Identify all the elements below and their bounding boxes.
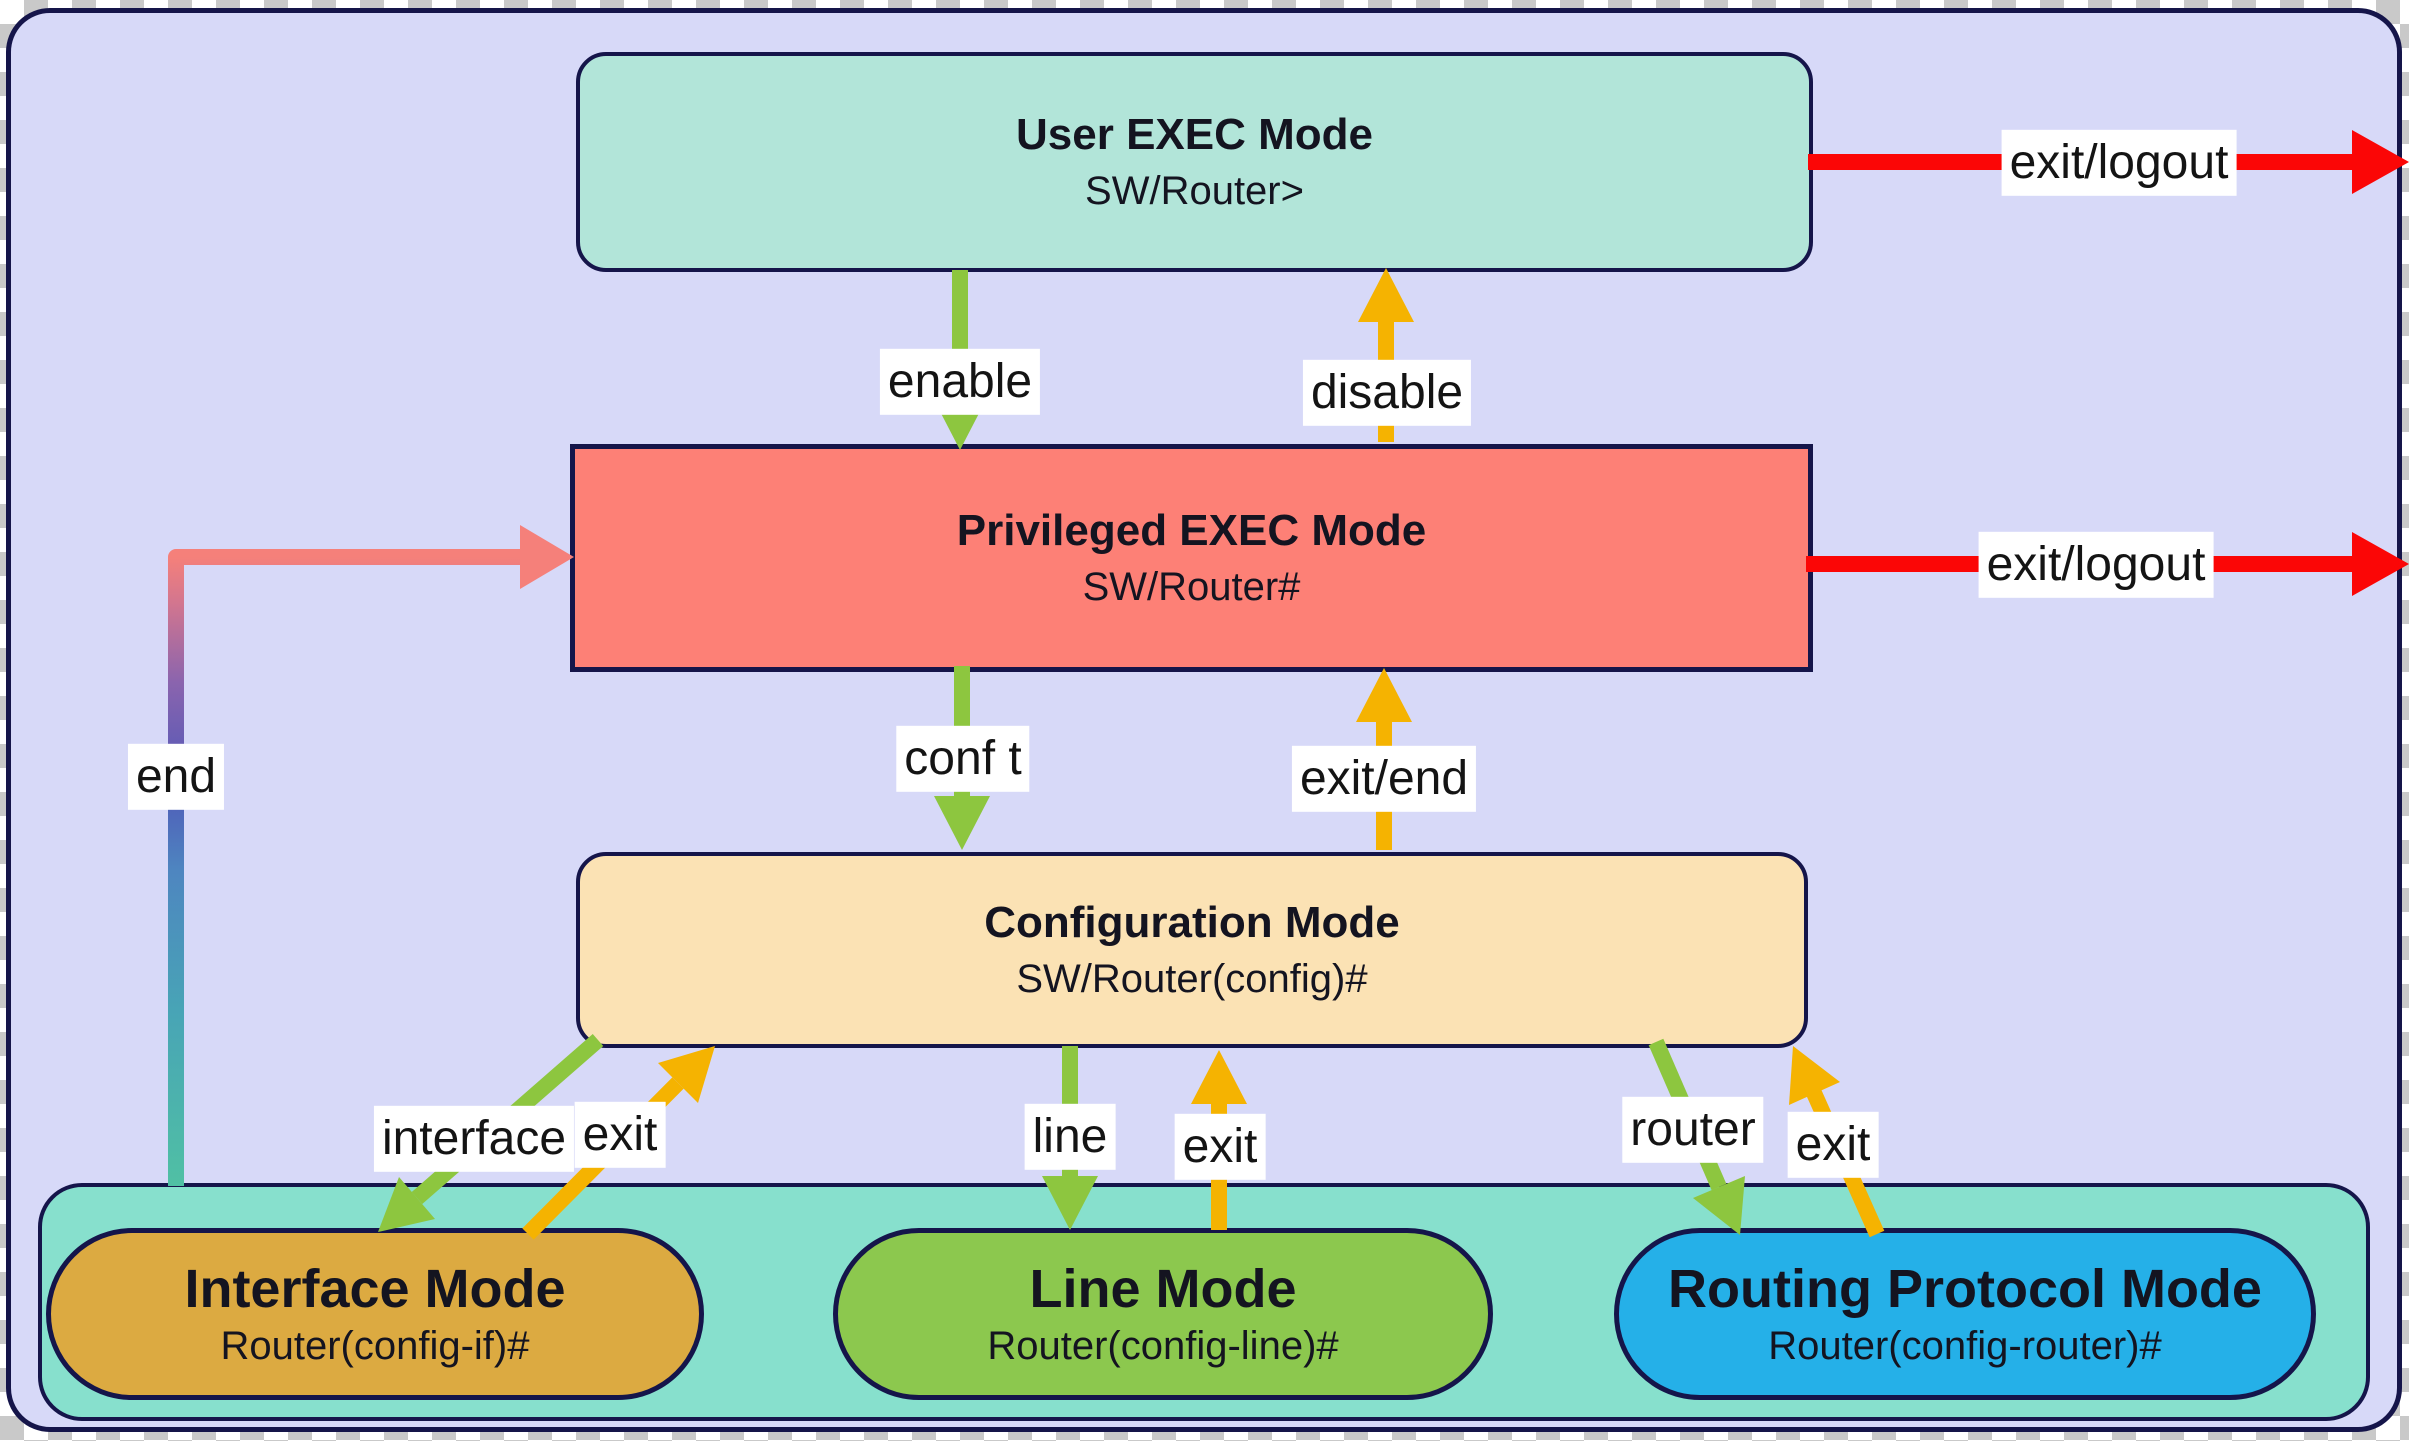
edge-label-interface-exit: exit	[574, 1101, 666, 1169]
node-interface-mode: Interface Mode Router(config-if)#	[46, 1228, 704, 1400]
node-prompt: SW/Router>	[1085, 169, 1304, 213]
node-title: Routing Protocol Mode	[1668, 1259, 2262, 1319]
node-prompt: SW/Router(config)#	[1016, 957, 1368, 1001]
node-title: Line Mode	[1029, 1259, 1297, 1319]
edge-label-exit-logout-top: exit/logout	[2001, 129, 2237, 197]
edge-label-line: line	[1024, 1103, 1116, 1171]
edge-label-conf-t: conf t	[896, 725, 1030, 793]
node-title: Configuration Mode	[984, 898, 1400, 947]
edge-label-interface: interface	[373, 1105, 575, 1173]
edge-label-disable: disable	[1302, 359, 1472, 427]
edge-label-router: router	[1622, 1096, 1764, 1164]
node-user-exec-mode: User EXEC Mode SW/Router>	[576, 52, 1813, 272]
node-configuration-mode: Configuration Mode SW/Router(config)#	[576, 852, 1808, 1048]
node-prompt: Router(config-line)#	[987, 1324, 1339, 1368]
edge-label-exit-logout-mid: exit/logout	[1978, 531, 2214, 599]
node-prompt: SW/Router#	[1082, 565, 1301, 609]
node-line-mode: Line Mode Router(config-line)#	[833, 1228, 1493, 1400]
edge-label-router-exit: exit	[1787, 1111, 1879, 1179]
edge-label-end: end	[127, 743, 225, 811]
node-privileged-exec-mode: Privileged EXEC Mode SW/Router#	[570, 444, 1813, 672]
node-title: User EXEC Mode	[1016, 110, 1373, 159]
edge-label-line-exit: exit	[1174, 1113, 1266, 1181]
edge-label-enable: enable	[879, 348, 1041, 416]
node-title: Privileged EXEC Mode	[956, 506, 1427, 555]
node-routing-protocol-mode: Routing Protocol Mode Router(config-rout…	[1614, 1228, 2316, 1400]
node-prompt: Router(config-if)#	[220, 1324, 530, 1368]
edge-label-exit-end: exit/end	[1291, 745, 1477, 813]
node-prompt: Router(config-router)#	[1768, 1324, 2162, 1368]
node-title: Interface Mode	[184, 1259, 566, 1319]
